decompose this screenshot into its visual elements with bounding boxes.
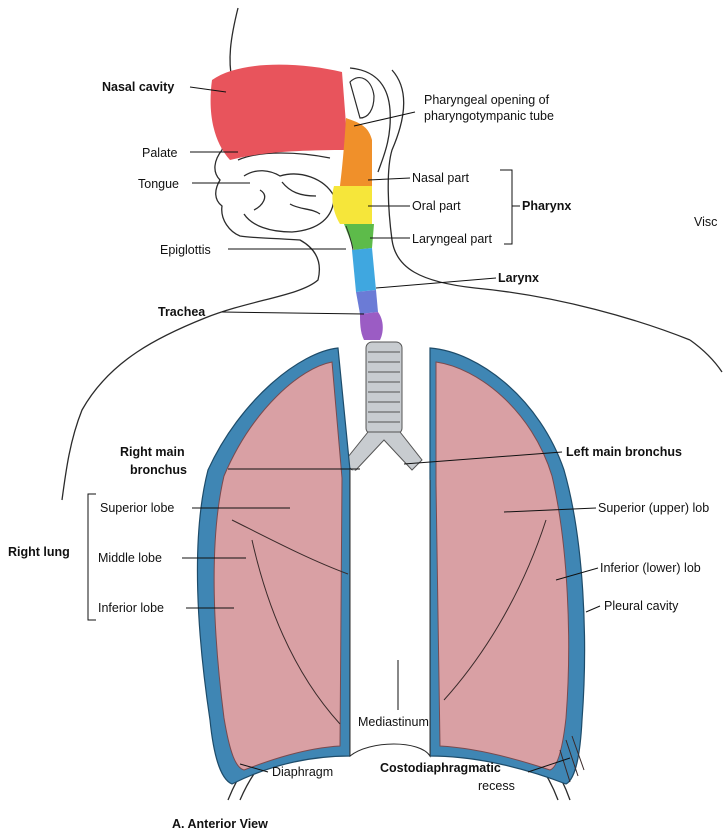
- label-nasal-part: Nasal part: [412, 171, 469, 185]
- trachea-rings: [366, 342, 402, 434]
- oral-part-region: [332, 186, 372, 224]
- mediastinum-space: [350, 470, 430, 756]
- label-larynx: Larynx: [498, 271, 539, 285]
- label-left-main-bronchus: Left main bronchus: [566, 445, 682, 459]
- label-mediastinum: Mediastinum: [358, 715, 429, 729]
- label-costodiaphragmatic-line1: Costodiaphragmatic: [380, 761, 501, 775]
- shoulder-edge-line: [690, 340, 722, 372]
- label-nasal-cavity: Nasal cavity: [102, 80, 174, 94]
- head-crown-line: [230, 8, 238, 80]
- label-inferior-lobe: Inferior lobe: [98, 601, 164, 615]
- caption-anterior-view: A. Anterior View: [172, 817, 268, 831]
- label-right-lung: Right lung: [8, 545, 70, 559]
- label-diaphragm: Diaphragm: [272, 765, 333, 779]
- label-oral-part: Oral part: [412, 199, 461, 213]
- label-pharynx: Pharynx: [522, 199, 571, 213]
- label-pleural-cavity: Pleural cavity: [604, 599, 679, 613]
- label-tongue: Tongue: [138, 177, 179, 191]
- label-pharyngeal-opening-line1: Pharyngeal opening of: [424, 93, 550, 107]
- tongue-outline: [244, 171, 334, 232]
- label-superior-upper-lobe: Superior (upper) lob: [598, 501, 709, 515]
- nasal-cavity-region: [211, 65, 348, 160]
- label-right-main-bronchus-line1: Right main: [120, 445, 185, 459]
- label-trachea: Trachea: [158, 305, 206, 319]
- label-palate: Palate: [142, 146, 177, 160]
- label-superior-lobe: Superior lobe: [100, 501, 174, 515]
- main-bronchi-shape: [344, 432, 422, 472]
- label-inferior-lower-lobe: Inferior (lower) lob: [600, 561, 701, 575]
- label-right-main-bronchus-line2: bronchus: [130, 463, 187, 477]
- label-epiglottis: Epiglottis: [160, 243, 211, 257]
- label-middle-lobe: Middle lobe: [98, 551, 162, 565]
- right-lung: [197, 348, 350, 784]
- tongue-texture-lines: [254, 182, 320, 214]
- upper-airway: [211, 65, 383, 340]
- larynx-region: [352, 248, 376, 292]
- pharyngeal-opening-shape: [350, 78, 374, 118]
- label-costodiaphragmatic-line2: recess: [478, 779, 515, 793]
- left-lung: [430, 348, 585, 784]
- trachea-top-region: [356, 290, 378, 314]
- label-pharyngeal-opening-line2: pharyngotympanic tube: [424, 109, 554, 123]
- label-visc: Visc: [694, 215, 717, 229]
- laryngeal-part-region: [344, 224, 374, 250]
- trachea-lower-region: [360, 312, 383, 340]
- label-laryngeal-part: Laryngeal part: [412, 232, 492, 246]
